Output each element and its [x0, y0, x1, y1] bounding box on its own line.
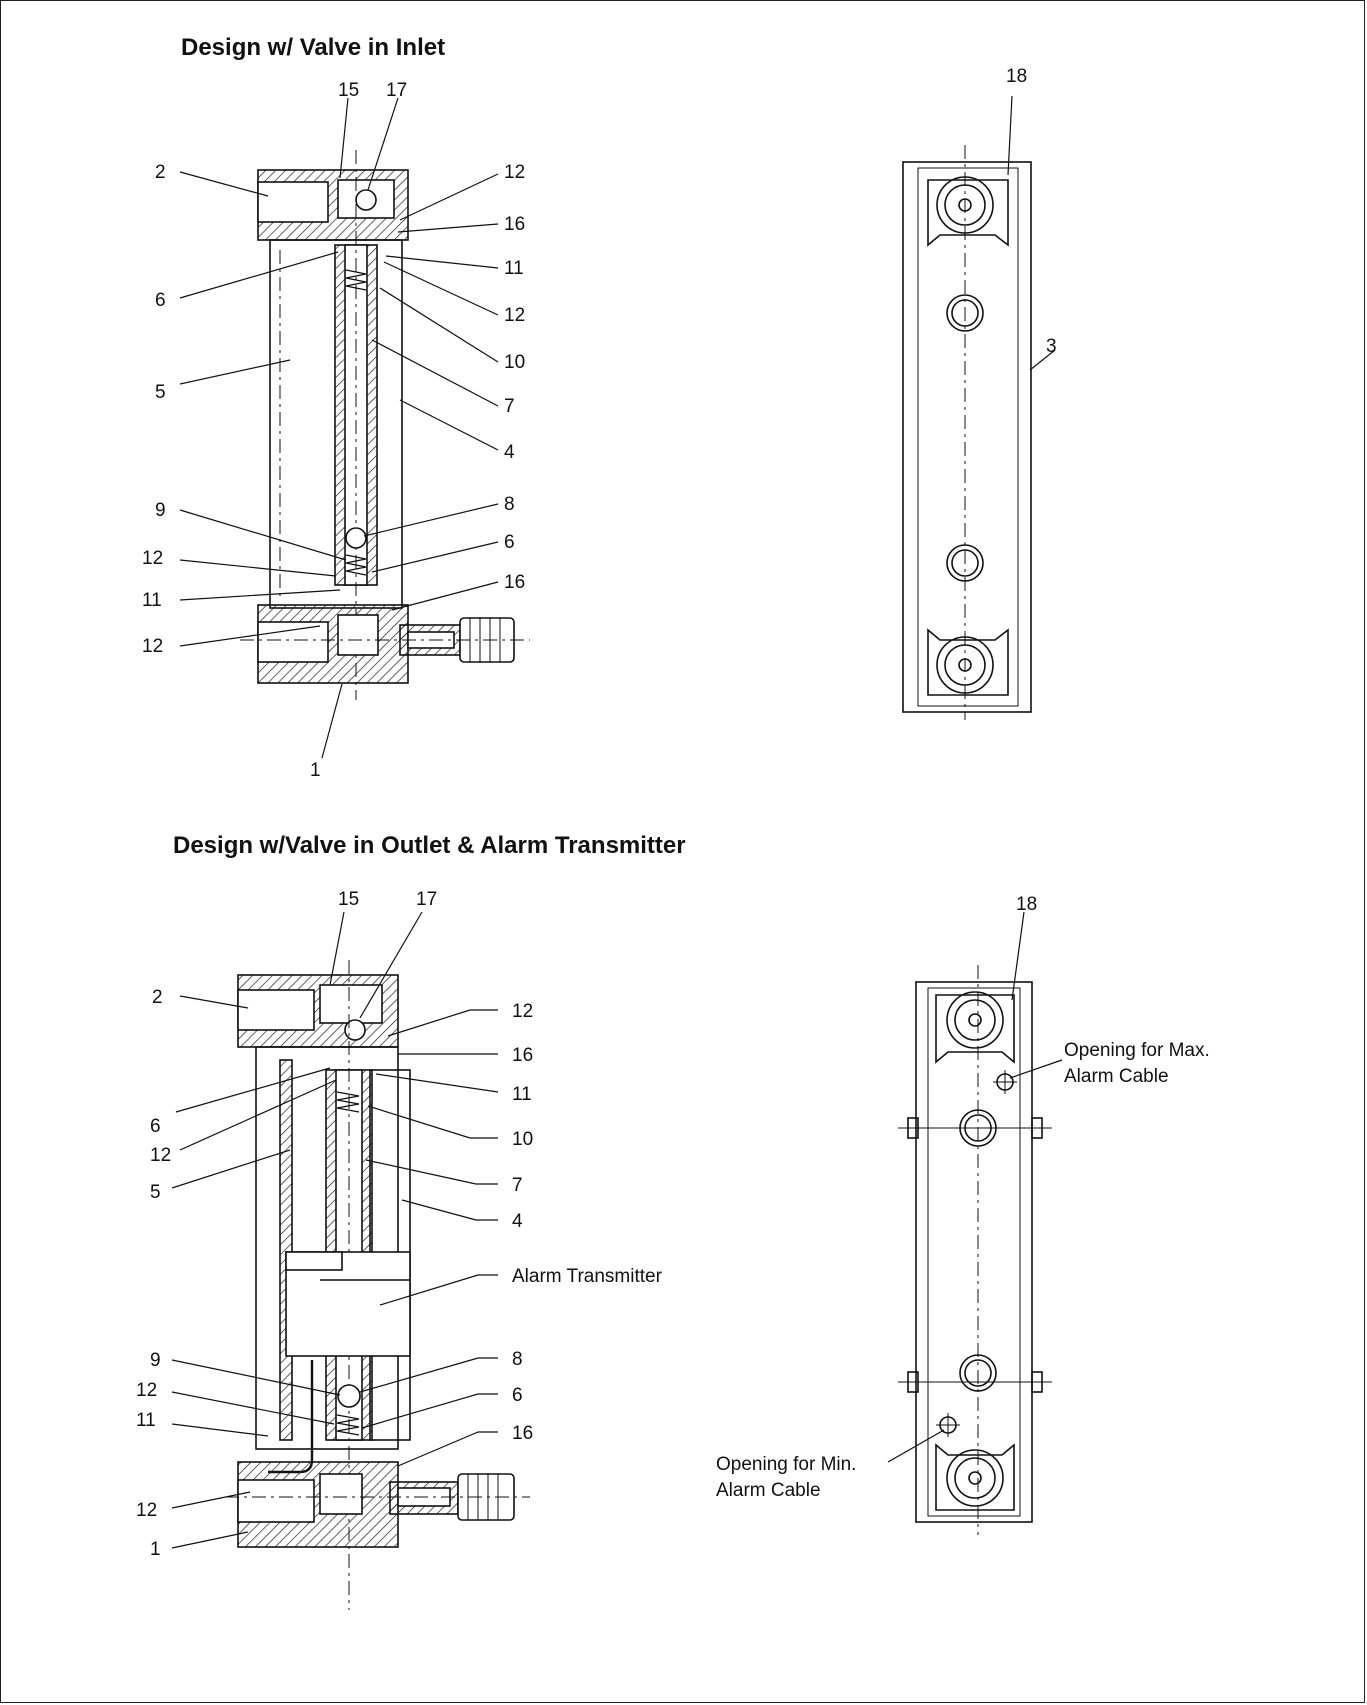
- callout-9: 9: [155, 500, 166, 521]
- min-alarm-opening-label-line2: Alarm Cable: [716, 1480, 821, 1501]
- callout-6: 6: [504, 532, 515, 553]
- callout-16: 16: [504, 214, 525, 235]
- max-alarm-opening-label-line2: Alarm Cable: [1064, 1066, 1169, 1087]
- flowmeter-side-view-1: [902, 145, 1032, 720]
- callout-18: 18: [1016, 894, 1037, 915]
- callout-11: 11: [512, 1084, 532, 1105]
- callout-17: 17: [416, 889, 437, 910]
- side2-leaders: [887, 911, 1063, 1463]
- callout-2: 2: [155, 162, 166, 183]
- callout-10: 10: [504, 352, 525, 373]
- callout-8: 8: [504, 494, 515, 515]
- callout-15: 15: [338, 80, 359, 101]
- callout-11: 11: [136, 1410, 156, 1431]
- callout-12: 12: [504, 162, 525, 183]
- callout-5: 5: [155, 382, 166, 403]
- min-alarm-opening-label-line1: Opening for Min.: [716, 1454, 856, 1475]
- callout-11: 11: [142, 590, 162, 611]
- callout-16: 16: [512, 1423, 533, 1444]
- section1-title: Design w/ Valve in Inlet: [181, 34, 446, 61]
- callout-12: 12: [512, 1001, 533, 1022]
- callout-3: 3: [1046, 336, 1057, 357]
- section2-leaders: [171, 911, 499, 1549]
- callout-6: 6: [150, 1116, 161, 1137]
- callout-18: 18: [1006, 66, 1027, 87]
- callout-6: 6: [155, 290, 166, 311]
- callout-7: 7: [504, 396, 515, 417]
- callout-1: 1: [310, 760, 321, 781]
- section2-title: Design w/Valve in Outlet & Alarm Transmi…: [173, 832, 686, 859]
- section1-leaders: [179, 97, 499, 759]
- callout-1: 1: [150, 1539, 161, 1560]
- callout-8: 8: [512, 1349, 523, 1370]
- callout-12: 12: [504, 305, 525, 326]
- callout-15: 15: [338, 889, 359, 910]
- callout-7: 7: [512, 1175, 523, 1196]
- callout-16: 16: [504, 572, 525, 593]
- callout-12: 12: [136, 1500, 157, 1521]
- callout-10: 10: [512, 1129, 533, 1150]
- callout-17: 17: [386, 80, 407, 101]
- callout-16: 16: [512, 1045, 533, 1066]
- callout-4: 4: [512, 1211, 523, 1232]
- callout-11: 11: [504, 258, 524, 279]
- callout-6: 6: [512, 1385, 523, 1406]
- callout-12: 12: [142, 636, 163, 657]
- flowmeter-side-view-2: [898, 965, 1052, 1535]
- callout-alarm-transmitter: Alarm Transmitter: [512, 1266, 663, 1287]
- callout-9: 9: [150, 1350, 161, 1371]
- callout-5: 5: [150, 1182, 161, 1203]
- callout-4: 4: [504, 442, 515, 463]
- callout-12: 12: [142, 548, 163, 569]
- callout-12: 12: [150, 1145, 171, 1166]
- callout-12: 12: [136, 1380, 157, 1401]
- side1-leaders: [1007, 95, 1056, 371]
- callout-2: 2: [152, 987, 163, 1008]
- flowmeter-section-view-outlet: [225, 960, 530, 1610]
- flowmeter-section-view-inlet: [240, 150, 530, 700]
- max-alarm-opening-label-line1: Opening for Max.: [1064, 1040, 1210, 1061]
